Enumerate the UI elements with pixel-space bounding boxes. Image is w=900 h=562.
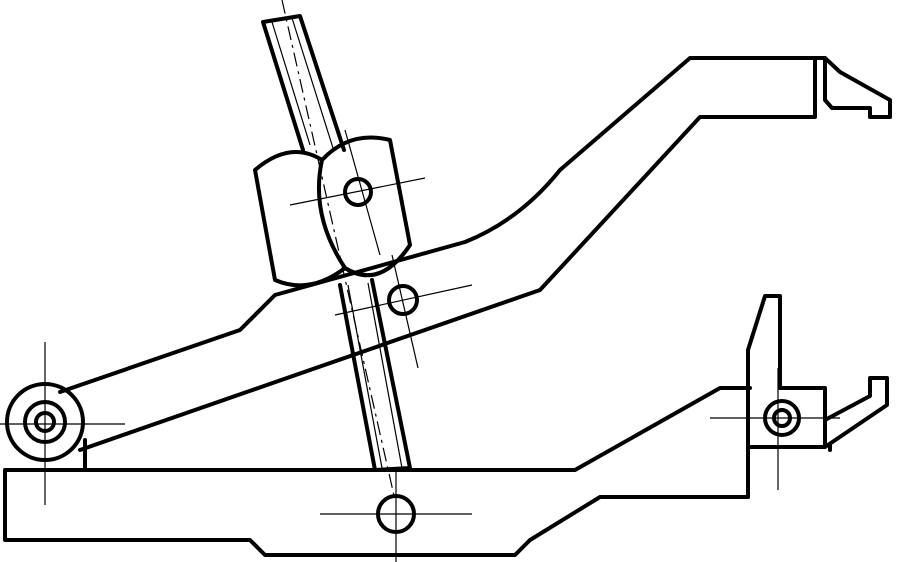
base-pin-centerlines <box>320 470 472 562</box>
screw-thread-lines <box>271 17 403 469</box>
base-frame <box>3 386 832 557</box>
nut-block <box>253 135 412 288</box>
upper-lever-arm <box>58 56 892 452</box>
left-pin-centerlines <box>0 342 125 505</box>
nut-pivot-pin <box>343 177 373 207</box>
jaw-clamp <box>746 294 889 499</box>
jaw-pin-centerlines <box>710 368 840 490</box>
nut-centerlines <box>289 129 426 256</box>
threaded-screw-rod <box>261 14 412 472</box>
lever-pivot-pin <box>387 284 419 316</box>
screw-axis <box>281 0 396 501</box>
lever-pin-centerlines <box>334 254 473 369</box>
